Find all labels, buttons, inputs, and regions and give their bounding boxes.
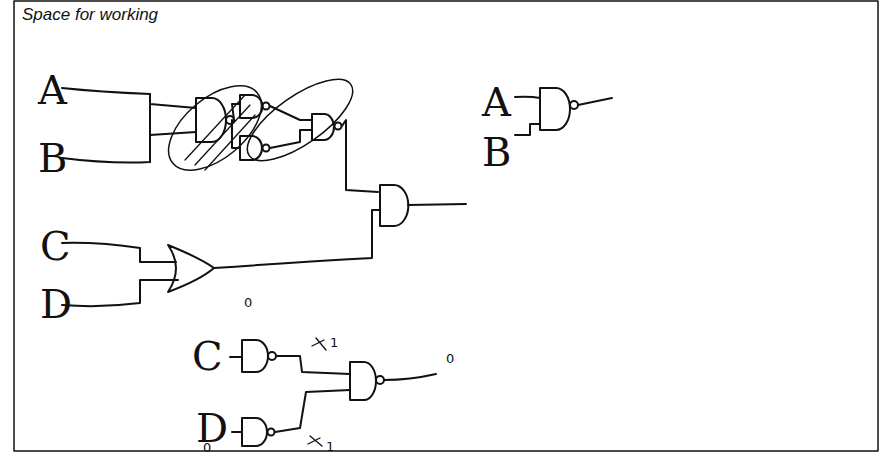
logic-value: 1 [326,440,334,453]
signal-name: A [38,70,67,110]
nand-network [230,338,436,446]
crossed-out-gates [62,65,378,192]
signal-name: B [38,138,67,178]
nand-gate [515,88,612,135]
or-gate [62,210,380,306]
signal-name: D [196,408,228,448]
signal-name: D [40,284,72,324]
signal-name: A [482,82,511,122]
logic-value: 0 [244,296,252,309]
logic-value: 1 [330,336,338,349]
signal-name: C [192,336,223,376]
signal-name: B [482,132,511,172]
and-gate [380,185,466,226]
working-frame [14,1,878,451]
logic-value: 0 [203,441,211,454]
signal-name: C [40,226,71,266]
working-heading: Space for working [22,6,158,23]
logic-value: 0 [446,352,454,365]
